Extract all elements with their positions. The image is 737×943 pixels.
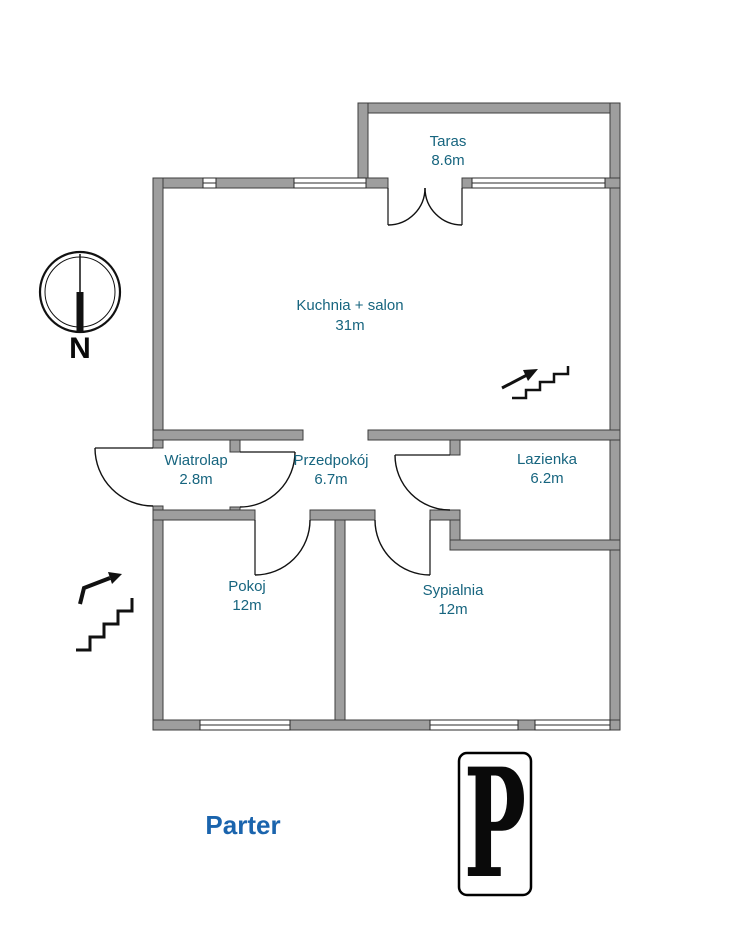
room-area-przedpokoj: 6.7m — [314, 471, 347, 488]
stairs-icon-exterior — [76, 572, 134, 652]
wall-segment — [334, 519, 346, 721]
wall-segment — [229, 439, 241, 453]
logo-letter: P — [464, 735, 526, 912]
wall-segment — [365, 177, 389, 189]
wall-segment — [152, 177, 164, 449]
room-label-przedpokoj: Przedpokój — [293, 452, 368, 469]
wall-segment — [309, 509, 376, 521]
stairs-icon-interior — [501, 366, 570, 400]
wall-segment — [357, 102, 621, 114]
room-label-pokoj: Pokoj — [228, 578, 266, 595]
room-area-sypialnia: 12m — [438, 601, 467, 618]
compass-needle-south — [76, 292, 84, 331]
doors — [94, 187, 463, 576]
wall-segment — [429, 509, 461, 521]
north-label: N — [69, 332, 91, 365]
window — [429, 719, 519, 731]
logo: P — [457, 735, 533, 912]
room-label-lazienka: Lazienka — [517, 451, 578, 468]
floor-title: Parter — [205, 810, 280, 840]
wall-segment — [461, 177, 473, 189]
wall-segment — [609, 187, 621, 731]
room-area-lazienka: 6.2m — [530, 470, 563, 487]
wall-segment — [609, 719, 621, 731]
window — [202, 177, 217, 189]
window — [293, 177, 367, 189]
entrance-door — [94, 447, 154, 507]
wall-segment — [517, 719, 536, 731]
compass: N — [38, 250, 122, 365]
window — [199, 719, 291, 731]
wall-segment — [289, 719, 431, 731]
room-area-taras: 8.6m — [431, 152, 464, 169]
wall-segment — [449, 539, 621, 551]
walls — [152, 102, 621, 731]
wall-segment — [449, 439, 461, 456]
wall-segment — [215, 177, 295, 189]
room-area-wiatrolap: 2.8m — [179, 471, 212, 488]
window — [534, 719, 611, 731]
wall-segment — [609, 102, 621, 189]
room-label-sypialnia: Sypialnia — [423, 582, 485, 599]
logo-box — [457, 751, 533, 897]
bathroom-door — [394, 454, 451, 511]
compass-outer-ring — [38, 250, 122, 334]
wall-segment — [152, 505, 164, 731]
room-area-pokoj: 12m — [232, 597, 261, 614]
wall-segment — [152, 719, 201, 731]
arrow-icon — [523, 369, 538, 381]
terrace-double-door — [387, 187, 463, 226]
arrow-icon — [108, 572, 122, 584]
room-label-kuchnia: Kuchnia + salon — [296, 297, 403, 314]
room-label-wiatrolap: Wiatrolap — [164, 452, 227, 469]
vestibule-door — [239, 451, 296, 508]
wall-segment — [604, 177, 621, 189]
room-label-taras: Taras — [430, 133, 467, 150]
room-labels: Taras 8.6m Kuchnia + salon 31m Wiatrolap… — [164, 133, 577, 618]
wall-segment — [367, 429, 621, 441]
room-door — [254, 519, 311, 576]
wall-segment — [357, 102, 369, 189]
room-area-kuchnia: 31m — [335, 317, 364, 334]
windows — [199, 177, 611, 731]
wall-segment — [152, 509, 256, 521]
wall-segment — [152, 429, 304, 441]
bedroom-door — [374, 519, 431, 576]
window — [471, 177, 606, 189]
